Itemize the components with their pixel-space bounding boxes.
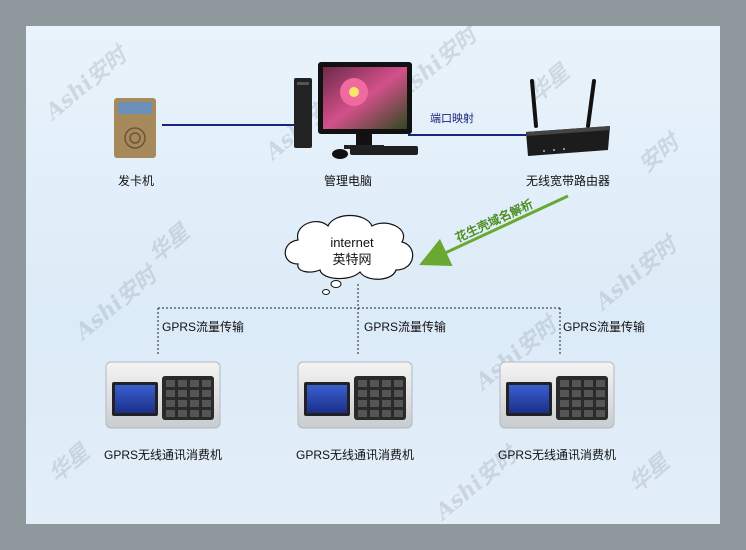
terminal-2: [297, 361, 413, 429]
diagram-graphics: [105, 62, 615, 429]
gprs-link-label-right: GPRS流量传输: [563, 320, 646, 334]
gprs-bus: [157, 284, 561, 356]
terminal-1-label: GPRS无线通讯消费机: [103, 448, 223, 462]
gprs-link-label-left: GPRS流量传输: [162, 320, 245, 334]
internet-cloud: [284, 214, 414, 295]
router-label: 无线宽带路由器: [525, 174, 611, 188]
card-issuer-device: [114, 98, 156, 158]
management-pc-device: [294, 62, 418, 159]
diagram-canvas: Ashi安时 华星 Ashi安时 Ashi安时 华星 安时 Ashi安时 Ash…: [26, 26, 720, 524]
terminal-3: [499, 361, 615, 429]
gprs-link-label-mid: GPRS流量传输: [364, 320, 447, 334]
internet-text: internet 英特网: [302, 234, 402, 268]
internet-label-en: internet: [330, 235, 374, 250]
management-pc-label: 管理电脑: [323, 174, 373, 188]
router-device: [526, 79, 610, 156]
port-mapping-label: 端口映射: [430, 113, 474, 125]
card-issuer-label: 发卡机: [117, 174, 155, 188]
ddns-arrow: [419, 194, 569, 267]
internet-label-cn: 英特网: [332, 252, 372, 267]
terminal-2-label: GPRS无线通讯消费机: [295, 448, 415, 462]
terminal-3-label: GPRS无线通讯消费机: [497, 448, 617, 462]
terminal-1: [105, 361, 221, 429]
